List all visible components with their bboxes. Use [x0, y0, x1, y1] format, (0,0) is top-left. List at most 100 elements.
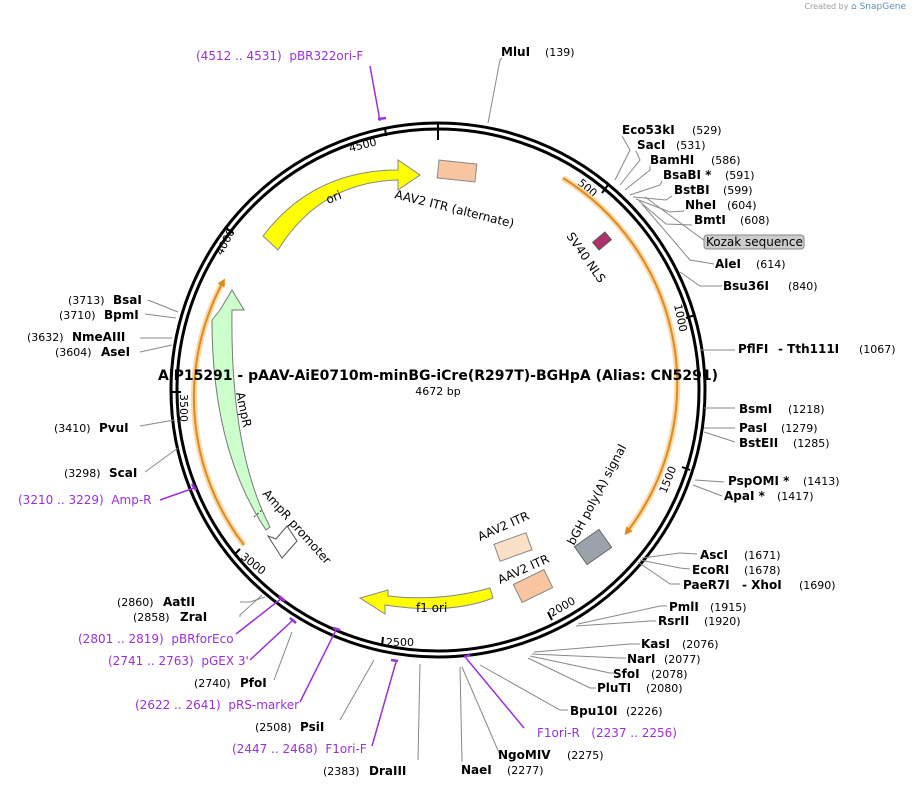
- site-bamhi[interactable]: BamHI (586): [650, 153, 741, 167]
- site-nhei[interactable]: NheI (604): [685, 198, 757, 212]
- ampr-promoter-arrow[interactable]: [266, 525, 298, 559]
- kozak-sequence-badge: [703, 234, 805, 250]
- kozak-sequence-tag[interactable]: Kozak sequence: [644, 196, 805, 250]
- site-name-pluti: PluTI: [597, 681, 631, 695]
- primer-marks: [159, 65, 525, 747]
- aav2-itr-box-1[interactable]: [493, 532, 533, 562]
- aav2-itr-alternate-label: AAV2 ITR (alternate): [393, 187, 515, 230]
- site-name-nari: NarI: [627, 652, 656, 666]
- site-kasi[interactable]: KasI (2076): [641, 637, 719, 651]
- site-aatii[interactable]: (2860) AatII: [117, 595, 195, 609]
- site-zrai[interactable]: (2858) ZraI: [133, 610, 207, 624]
- site-name-bmti: BmtI: [694, 213, 726, 227]
- aav2-itr-box-2[interactable]: [512, 568, 554, 604]
- map-title-group: AiP15291 - pAAV-AiE0710m-minBG-iCre(R297…: [158, 368, 718, 398]
- site-ngomiv[interactable]: NgoMIV (2275): [498, 748, 604, 762]
- ampr-arrow[interactable]: [211, 289, 271, 531]
- site-alei[interactable]: AleI (614): [715, 257, 786, 271]
- site-name-scai: ScaI: [109, 466, 137, 480]
- ori-label: ori: [324, 188, 344, 207]
- site-pluti[interactable]: PluTI (2080): [597, 681, 683, 695]
- site-pos-pspomi: (1413): [803, 475, 840, 488]
- site-saci[interactable]: SacI (531): [637, 138, 706, 152]
- site-name-tth111i: - Tth111I: [778, 342, 839, 356]
- site-pos-bsai: (3713): [68, 294, 105, 307]
- tick-1500: [681, 466, 691, 471]
- site-mlui[interactable]: MluI (139): [501, 45, 575, 59]
- f1-ori-arrow[interactable]: [358, 587, 494, 615]
- site-pos-eco53ki: (529): [692, 124, 722, 137]
- site-pos-asei: (3604): [55, 346, 92, 359]
- site-asei[interactable]: (3604) AseI: [55, 345, 130, 359]
- site-pmli[interactable]: PmlI (1915): [669, 600, 747, 614]
- site-bstbi[interactable]: BstBI (599): [674, 183, 753, 197]
- plasmid-length: 4672 bp: [415, 385, 460, 398]
- site-bpu10i[interactable]: Bpu10I (2226): [570, 704, 663, 718]
- site-pvui[interactable]: (3410) PvuI: [54, 421, 129, 435]
- primer-pbr322ori-f[interactable]: (4512 .. 4531) pBR322ori-F: [196, 49, 363, 63]
- site-name-ngomiv: NgoMIV: [498, 748, 551, 762]
- site-bsai[interactable]: (3713) BsaI: [68, 293, 142, 307]
- site-psii[interactable]: (2508) PsiI: [255, 720, 324, 734]
- site-draiii[interactable]: (2383) DraIII: [323, 764, 406, 778]
- tick-label-2000: 2000: [547, 594, 578, 619]
- site-name-mlui: MluI: [501, 45, 530, 59]
- site-pos-bsteii: (1285): [793, 437, 830, 450]
- site-pos-apai: (1417): [777, 490, 814, 503]
- site-pos-sfoi: (2078): [651, 668, 688, 681]
- site-pspomi[interactable]: PspOMI * (1413): [728, 474, 840, 488]
- site-paer7i-xhoi[interactable]: PaeR7I - XhoI (1690): [683, 578, 836, 592]
- primer-pgex3[interactable]: (2741 .. 2763) pGEX 3': [108, 654, 249, 668]
- site-nmeaiii[interactable]: (3632) NmeAIII: [27, 330, 125, 344]
- site-name-rsrii: RsrII: [658, 614, 689, 628]
- site-bsabi[interactable]: BsaBI * (591): [663, 168, 755, 182]
- site-name-pvui: PvuI: [99, 421, 129, 435]
- site-pos-draiii: (2383): [323, 765, 360, 778]
- site-bsu36i[interactable]: Bsu36I (840): [723, 279, 818, 293]
- f1-ori-label: f1 ori: [416, 601, 447, 615]
- site-name-nmeaiii: NmeAIII: [72, 330, 125, 344]
- primer-amp-r[interactable]: (3210 .. 3229) Amp-R: [18, 493, 152, 507]
- bgh-polya-box[interactable]: [573, 528, 613, 566]
- ori-arrow[interactable]: [262, 159, 421, 251]
- primer-prs-marker[interactable]: (2622 .. 2641) pRS-marker: [135, 698, 299, 712]
- site-scai[interactable]: (3298) ScaI: [64, 466, 137, 480]
- primer-f1ori-r[interactable]: F1ori-R (2237 .. 2256): [537, 726, 677, 740]
- primer-f1ori-f[interactable]: (2447 .. 2468) F1ori-F: [232, 742, 367, 756]
- site-ecori[interactable]: EcoRI (1678): [692, 563, 781, 577]
- site-nari[interactable]: NarI (2077): [627, 652, 701, 666]
- ampr-promoter-label: AmpR promoter: [260, 487, 334, 567]
- site-name-asei: AseI: [101, 345, 130, 359]
- site-pfoi[interactable]: (2740) PfoI: [194, 676, 267, 690]
- site-apai[interactable]: ApaI * (1417): [724, 489, 814, 503]
- sv40-nls-box[interactable]: [591, 231, 613, 251]
- aav2-itr-alternate-box[interactable]: [436, 159, 478, 183]
- site-pos-zrai: (2858): [133, 611, 170, 624]
- tick-label-3500: 3500: [177, 394, 190, 422]
- site-pasi[interactable]: PasI (1279): [739, 421, 818, 435]
- site-pos-rsrii: (1920): [704, 615, 741, 628]
- site-rsrii[interactable]: RsrII (1920): [658, 614, 741, 628]
- site-pos-bpmi: (3710): [59, 309, 96, 322]
- site-naei[interactable]: NaeI (2277): [461, 763, 544, 777]
- site-name-bsmi: BsmI: [739, 402, 772, 416]
- site-name-nhei: NheI: [685, 198, 716, 212]
- site-name-psii: PsiI: [300, 720, 324, 734]
- site-name-bsabi: BsaBI *: [663, 168, 712, 182]
- site-bpmi[interactable]: (3710) BpmI: [59, 308, 139, 322]
- tick-label-1000: 1000: [671, 303, 690, 333]
- site-bmti[interactable]: BmtI (608): [694, 213, 770, 227]
- site-pos-pvui: (3410): [54, 422, 91, 435]
- site-bsteii[interactable]: BstEII (1285): [739, 436, 830, 450]
- site-asci[interactable]: AscI (1671): [700, 548, 781, 562]
- site-name-pasi: PasI: [739, 421, 767, 435]
- primer-pbrforeco[interactable]: (2801 .. 2819) pBRforEco: [78, 632, 234, 646]
- site-name-draiii: DraIII: [369, 764, 406, 778]
- site-sfoi[interactable]: SfoI (2078): [613, 667, 688, 681]
- site-bsmi[interactable]: BsmI (1218): [739, 402, 825, 416]
- icre-cds-arc: [562, 177, 679, 536]
- site-eco53ki[interactable]: Eco53kI (529): [622, 123, 722, 137]
- site-pflfi-tth111i[interactable]: PflFI - Tth111I (1067): [738, 342, 896, 356]
- site-pos-bsu36i: (840): [788, 280, 818, 293]
